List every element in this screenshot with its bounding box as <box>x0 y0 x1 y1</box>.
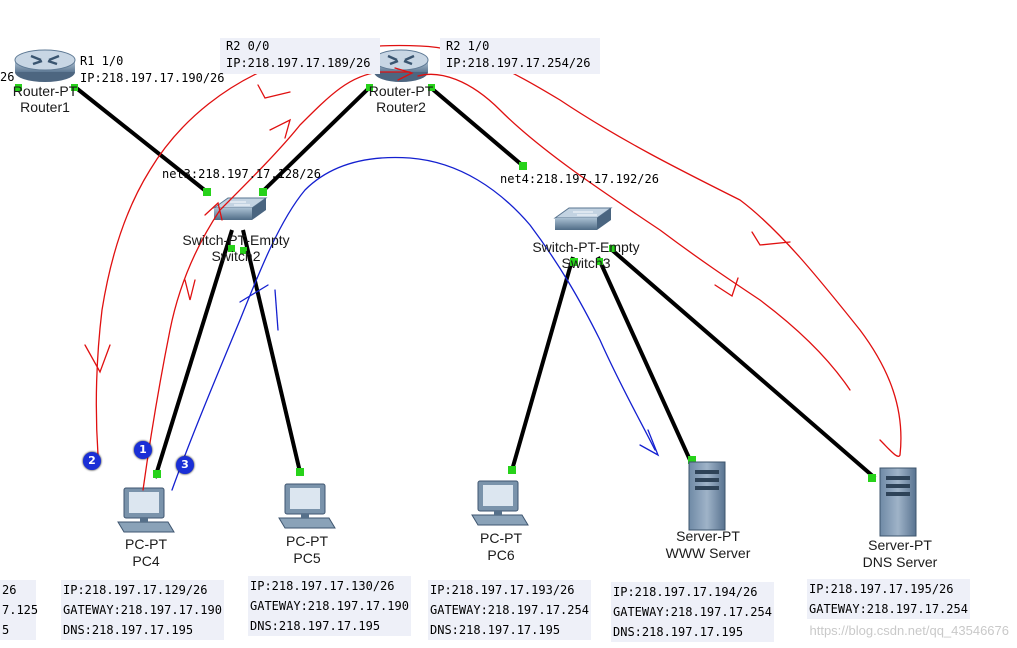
switch2-type-label: Switch-PT-Empty <box>182 232 290 248</box>
dns-name-label: DNS Server <box>862 554 938 570</box>
port-indicators <box>15 84 876 482</box>
www-ip: IP:218.197.17.194/26 <box>613 585 758 599</box>
router1-left-fragment: 26 <box>0 70 15 84</box>
dns-ip: IP:218.197.17.195/26 <box>809 582 954 596</box>
www-type-label: Server-PT <box>676 528 740 544</box>
link-switch2-pc5 <box>241 229 302 473</box>
www-name-label: WWW Server <box>665 545 751 561</box>
pc-icon[interactable] <box>278 483 336 529</box>
router1-iface-label: R1 1/0 <box>80 54 124 68</box>
router2-left-ip-label: IP:218.197.17.189/26 <box>226 56 371 70</box>
router2-right-ip-label: IP:218.197.17.254/26 <box>446 56 591 70</box>
partial-info-line: 26 <box>2 583 17 597</box>
pc4-gateway: GATEWAY:218.197.17.190 <box>63 603 222 617</box>
router-icon[interactable] <box>14 49 76 82</box>
link-switch2-pc4 <box>153 229 234 479</box>
switch-icon[interactable] <box>212 197 268 220</box>
router2-name-label: Router2 <box>376 99 426 115</box>
link-switch3-pc6 <box>510 256 575 471</box>
pc6-config-box: IP:218.197.17.193/26 GATEWAY:218.197.17.… <box>428 580 591 640</box>
pc4-ip: IP:218.197.17.129/26 <box>63 583 208 597</box>
www-gateway: GATEWAY:218.197.17.254 <box>613 605 772 619</box>
label-box <box>440 38 600 74</box>
pc4-dns: DNS:218.197.17.195 <box>63 623 194 637</box>
router-icon[interactable] <box>373 49 429 82</box>
router1-ip-label: IP:218.197.17.190/26 <box>80 71 225 85</box>
switch3-name-label: Switch3 <box>561 255 611 271</box>
link-switch3-www <box>596 256 692 461</box>
net4-label: net4:218.197.17.192/26 <box>500 172 659 186</box>
link-router2-switch2 <box>260 85 372 194</box>
switch-icon[interactable] <box>553 207 613 230</box>
pc6-type-label: PC-PT <box>480 530 522 546</box>
partial-info-line: 5 <box>2 623 10 637</box>
pc5-gateway: GATEWAY:218.197.17.190 <box>250 599 409 613</box>
router1-type-label: Router-PT <box>12 83 78 99</box>
pc6-ip: IP:218.197.17.193/26 <box>430 583 575 597</box>
pc4-name-label: PC4 <box>132 553 160 569</box>
net3-label: net3:218.197.17.128/26 <box>162 167 321 181</box>
server-icon[interactable] <box>688 461 726 531</box>
link-router1-switch2 <box>73 85 209 194</box>
red-path-annotation <box>84 44 902 491</box>
pc5-ip: IP:218.197.17.130/26 <box>250 579 395 593</box>
server-icon[interactable] <box>879 467 917 537</box>
pc5-config-box: IP:218.197.17.130/26 GATEWAY:218.197.17.… <box>248 576 411 636</box>
link-router2-switch3 <box>428 85 524 167</box>
step-badge-1: 1 <box>134 441 152 459</box>
switch2-name-label: Switch2 <box>211 248 261 264</box>
dns-gateway: GATEWAY:218.197.17.254 <box>809 602 968 616</box>
pc5-dns: DNS:218.197.17.195 <box>250 619 381 633</box>
pc6-name-label: PC6 <box>487 547 515 563</box>
watermark: https://blog.csdn.net/qq_43546676 <box>809 623 1010 638</box>
pc6-dns: DNS:218.197.17.195 <box>430 623 561 637</box>
pc-icon[interactable] <box>117 487 175 533</box>
dns-config-box: IP:218.197.17.195/26 GATEWAY:218.197.17.… <box>807 579 970 619</box>
step-badge-2: 2 <box>83 452 101 470</box>
pc4-type-label: PC-PT <box>125 536 167 552</box>
link-switch3-dns <box>610 248 877 480</box>
pc5-name-label: PC5 <box>293 550 321 566</box>
router2-right-iface-label: R2 1/0 <box>446 39 490 53</box>
partial-info-line: 7.125 <box>2 603 39 617</box>
pc5-type-label: PC-PT <box>286 533 328 549</box>
router1-name-label: Router1 <box>20 99 70 115</box>
network-links <box>73 85 877 480</box>
pc6-gateway: GATEWAY:218.197.17.254 <box>430 603 589 617</box>
router2-type-label: Router-PT <box>368 83 434 99</box>
blue-path-annotation <box>171 156 660 491</box>
www-config-box: IP:218.197.17.194/26 GATEWAY:218.197.17.… <box>611 582 774 642</box>
partial-info-box: 26 7.125 5 <box>0 580 39 640</box>
label-box <box>220 38 380 74</box>
switch3-type-label: Switch-PT-Empty <box>532 239 640 255</box>
dns-type-label: Server-PT <box>868 537 932 553</box>
router2-left-iface-label: R2 0/0 <box>226 39 270 53</box>
www-dns: DNS:218.197.17.195 <box>613 625 744 639</box>
pc-icon[interactable] <box>471 480 529 526</box>
pc4-config-box: IP:218.197.17.129/26 GATEWAY:218.197.17.… <box>61 580 224 640</box>
step-badge-3: 3 <box>176 456 194 474</box>
